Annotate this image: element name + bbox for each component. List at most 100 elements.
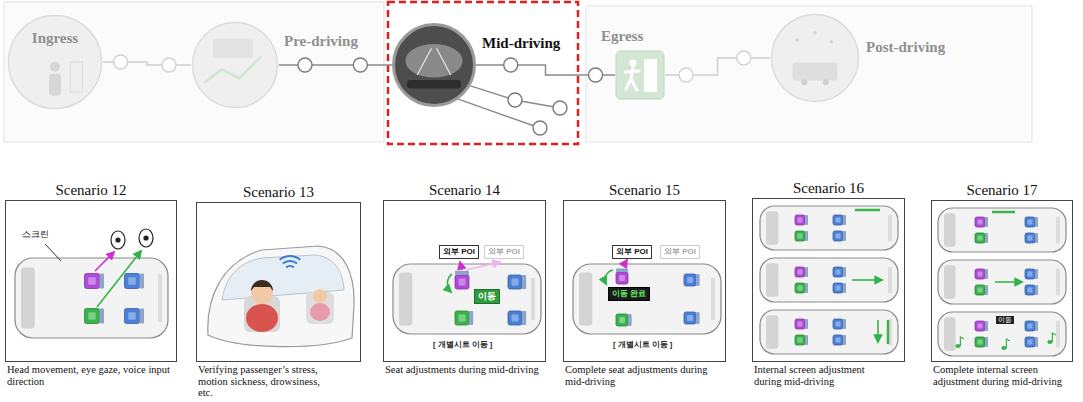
stage-circle (9, 16, 102, 109)
seat-back (843, 215, 846, 225)
seat-cushion (978, 288, 983, 293)
seat-cushion (1028, 220, 1033, 225)
seat-cushion (836, 338, 841, 343)
seat (455, 311, 469, 325)
seat (684, 274, 696, 286)
seat-back (522, 311, 526, 325)
seat (795, 319, 805, 329)
star (813, 31, 817, 35)
car-body (760, 310, 898, 354)
scenario-panel: Scenario 16Internal screen adjustment du… (752, 198, 905, 362)
seat (684, 312, 696, 324)
seat-cushion (88, 312, 96, 320)
network-dot (533, 121, 547, 135)
seat-cushion (798, 218, 803, 223)
seat (833, 335, 843, 345)
direction-arrow (623, 260, 627, 266)
network-dot (679, 68, 693, 82)
seat-back (843, 283, 846, 293)
seat-cushion (798, 286, 803, 291)
seat (1025, 269, 1035, 279)
windshield (21, 268, 35, 329)
seat-move-caption: [ 개별시트 이동 ] (433, 340, 492, 349)
rear-window (1056, 321, 1060, 347)
seat-back (522, 275, 526, 289)
camper-body (793, 63, 838, 81)
chip-label: 이동 (478, 291, 496, 302)
stage-shape (191, 21, 279, 109)
seat-move-caption: [ 개별시트 이동 ] (613, 340, 672, 349)
seat-back (1035, 337, 1038, 347)
stage-label: Ingress (7, 30, 103, 47)
seat-cushion (836, 270, 841, 275)
scenario-caption: Complete seat adjustments during mid-dri… (565, 364, 715, 387)
stage-circle (394, 25, 475, 106)
seat-back (985, 233, 988, 243)
scenario-caption: Internal screen adjustment during mid-dr… (754, 364, 894, 387)
exit-icon-node: Egress (615, 50, 665, 100)
seat (455, 275, 469, 289)
network-dot (298, 58, 312, 72)
passenger-head (313, 289, 327, 303)
seat-cushion (512, 315, 519, 322)
seat-back (805, 283, 808, 293)
leader-line (45, 244, 61, 261)
star (829, 40, 833, 44)
seat-cushion (459, 279, 466, 286)
seat (833, 283, 843, 293)
sensing-wave (279, 255, 301, 261)
screen-move-arrow (877, 320, 879, 342)
poi-box: 외부 POI (439, 245, 479, 259)
music-note-stem (960, 337, 964, 346)
scenario-panel: Scenario 12Head movement, eye gaze, voic… (5, 200, 177, 362)
seat-cushion (836, 218, 841, 223)
seat (975, 269, 985, 279)
network-dot (553, 101, 567, 115)
passenger-hair (251, 280, 273, 291)
move-complete-badge: 이동 완료 (608, 287, 650, 301)
seat (508, 311, 522, 325)
eye-icon (139, 229, 153, 247)
stage-circle-node: Pre-driving (191, 21, 279, 109)
seat (1025, 217, 1035, 227)
windshield (766, 263, 778, 296)
car-body (760, 258, 898, 302)
music-note-stem (1006, 339, 1010, 348)
scenario-illustrations (15, 206, 1066, 356)
seat (1025, 321, 1035, 331)
door-frame (70, 62, 82, 92)
screen-bar (855, 209, 880, 212)
seat (975, 321, 985, 331)
seat (1025, 337, 1035, 347)
stage-label: Pre-driving (284, 33, 358, 50)
car-body (393, 264, 541, 334)
seat (616, 314, 628, 326)
faded-panel (586, 6, 1032, 142)
seat (125, 309, 140, 324)
car-body (938, 260, 1066, 304)
seat-cushion (836, 322, 841, 327)
scenario-caption: Seat adjustments during mid-driving (385, 364, 560, 376)
exit-door (644, 59, 657, 92)
seat-back (628, 314, 632, 326)
seat (975, 233, 985, 243)
stage-connector (279, 64, 392, 66)
screen-bar (887, 320, 890, 344)
windshield (399, 272, 412, 325)
rear-window (158, 274, 162, 322)
seat-back (843, 231, 846, 241)
scenario-title: Scenario 12 (0, 182, 196, 199)
seat-cushion (978, 272, 983, 277)
scenario-title: Scenario 14 (364, 182, 565, 199)
seat (975, 217, 985, 227)
network-dot (504, 58, 518, 72)
seat-back (843, 267, 846, 277)
seat-back (805, 267, 808, 277)
seat-back (985, 269, 988, 279)
chip-label: 외부 POI (616, 247, 648, 257)
seat-back (805, 319, 808, 329)
seat-cushion (1028, 272, 1033, 277)
seat-back (100, 274, 105, 289)
seat-back (140, 274, 145, 289)
